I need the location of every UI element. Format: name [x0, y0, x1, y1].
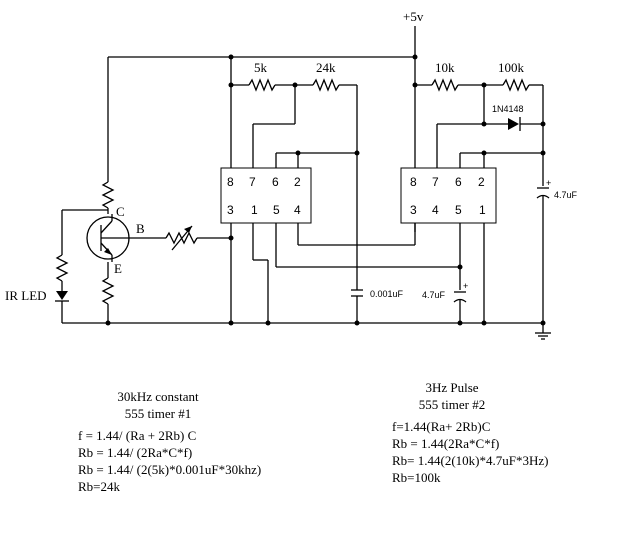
junction-dot [354, 150, 360, 156]
timer2-chip [400, 167, 497, 224]
timer2-title: 3Hz Pulse [425, 380, 479, 395]
timer1-pin-7: 7 [249, 175, 256, 189]
timer2-result: Rb=100k [392, 470, 441, 485]
timer1-formula-3: Rb = 1.44/ (2(5k)*0.001uF*30khz) [78, 462, 262, 477]
ir-led-label: IR LED [5, 288, 47, 303]
polygon [184, 226, 192, 233]
timer1-formula-2: Rb = 1.44/ (2Ra*C*f) [78, 445, 193, 460]
emitter-resistor [101, 277, 115, 305]
timer2-notes: 3Hz Pulse 555 timer #2 f=1.44(Ra+ 2Rb)C … [392, 379, 622, 486]
timer1-pin-5: 5 [273, 203, 280, 217]
npn-transistor [86, 214, 130, 262]
resistor-10k [431, 78, 459, 92]
timer2-pin-5: 5 [455, 203, 462, 217]
label-24k: 24k [316, 60, 336, 75]
label-100k: 100k [498, 60, 525, 75]
timer2-formula-3: Rb= 1.44(2(10k)*4.7uF*3Hz) [392, 453, 549, 468]
timer2-formula-2: Rb = 1.44(2Ra*C*f) [392, 436, 500, 451]
label-cap-right: 4.7uF [554, 190, 578, 200]
timer2-pin-7: 7 [432, 175, 439, 189]
label-cap-0001uf: 0.001uF [370, 289, 404, 299]
label-10k: 10k [435, 60, 455, 75]
junction-dot [481, 150, 487, 156]
base-label: B [136, 221, 145, 236]
cap-left-plus: + [463, 281, 468, 291]
timer1-pin-1: 1 [251, 203, 258, 217]
resistor-5k [248, 78, 276, 92]
timer1-subtitle: 555 timer #1 [124, 406, 192, 421]
timer2-pin-6: 6 [455, 175, 462, 189]
collector-label: C [116, 204, 125, 219]
timer1-title: 30kHz constant [117, 389, 199, 404]
wire [453, 298, 467, 303]
timer2-subtitle: 555 timer #2 [418, 397, 486, 412]
resistor-100k [502, 78, 530, 92]
label-cap-left: 4.7uF [422, 290, 446, 300]
timer1-result: Rb=24k [78, 479, 121, 494]
timer2-pin-3: 3 [410, 203, 417, 217]
junction-dot [295, 150, 301, 156]
timer2-formula-1: f=1.44(Ra+ 2Rb)C [392, 419, 491, 434]
supply-label: +5v [403, 9, 424, 24]
diode-1n4148 [508, 117, 521, 131]
timer1-pin-8: 8 [227, 175, 234, 189]
timer1-formula-1: f = 1.44/ (Ra + 2Rb) C [78, 428, 197, 443]
led-resistor [55, 254, 69, 282]
timer2-pin-8: 8 [410, 175, 417, 189]
label-1n4148: 1N4148 [492, 104, 524, 114]
cap-right-plus: + [546, 178, 551, 188]
label-5k: 5k [254, 60, 268, 75]
ir-led-symbol [55, 291, 69, 302]
timer1-pin-2: 2 [294, 175, 301, 189]
junction-dot [228, 54, 234, 60]
wire [536, 194, 550, 199]
timer1-pin-6: 6 [272, 175, 279, 189]
timer1-pin-3: 3 [227, 203, 234, 217]
junction-dot [540, 150, 546, 156]
timer2-pin-1: 1 [479, 203, 486, 217]
collector-resistor [101, 181, 115, 209]
timer1-pin-4: 4 [294, 203, 301, 217]
junction-dot [105, 320, 111, 326]
timer1-chip [220, 167, 312, 224]
timer2-pin-4: 4 [432, 203, 439, 217]
timer1-notes: 30kHz constant 555 timer #1 f = 1.44/ (R… [78, 388, 378, 495]
emitter-label: E [114, 261, 122, 276]
resistor-24k [312, 78, 340, 92]
ground-symbol [535, 323, 551, 340]
timer2-pin-2: 2 [478, 175, 485, 189]
